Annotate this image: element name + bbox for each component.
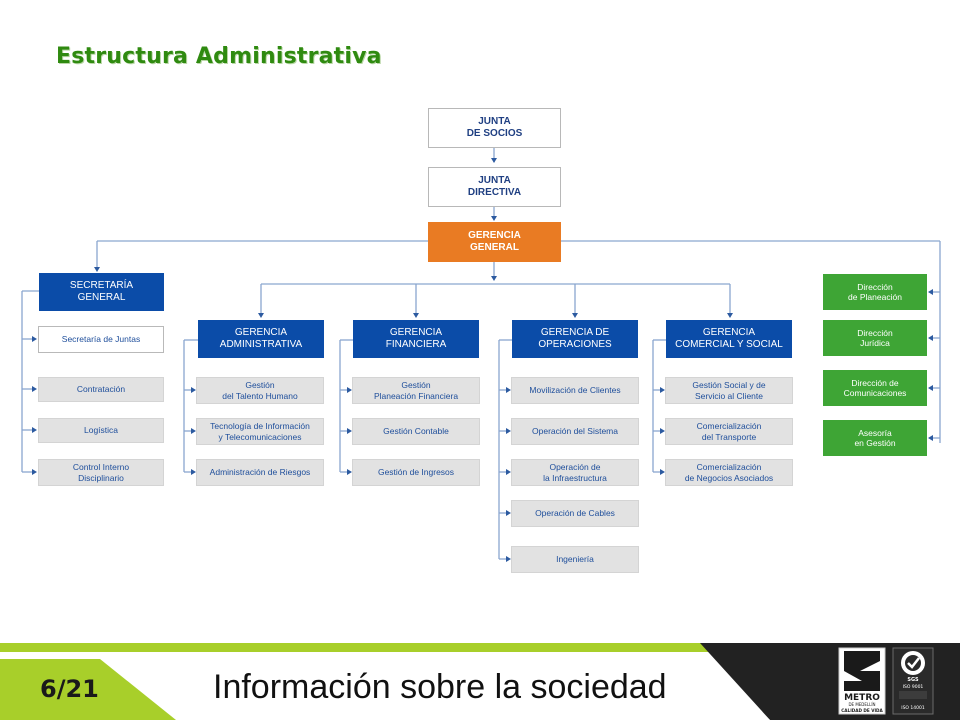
box-operacion-sistema: Operación del Sistema — [511, 418, 639, 445]
connector-arrow-45 — [191, 469, 196, 475]
box-operacion-cables: Operación de Cables — [511, 500, 639, 527]
box-operacion-infraestructura: Operación de la Infraestructura — [511, 459, 639, 486]
connector-arrow-21 — [258, 313, 264, 318]
connector-arrow-14 — [928, 335, 933, 341]
connector-arrow-18 — [928, 435, 933, 441]
box-secretaria-juntas: Secretaría de Juntas — [38, 326, 164, 353]
connector-arrow-31 — [32, 336, 37, 342]
box-gestion-social: Gestión Social y de Servicio al Cliente — [665, 377, 793, 404]
connector-arrow-73 — [660, 469, 665, 475]
box-secretaria-general: SECRETARÍA GENERAL — [39, 273, 164, 311]
connector-arrow-16 — [928, 385, 933, 391]
logo-cert-1: ISO 9001 — [903, 684, 924, 690]
box-ingenieria: Ingeniería — [511, 546, 639, 573]
connector-arrow-71 — [660, 428, 665, 434]
connector-arrow-59 — [506, 428, 511, 434]
connector-arrow-61 — [506, 469, 511, 475]
connector-arrow-12 — [928, 289, 933, 295]
box-direccion-comunicaciones: Dirección de Comunicaciones — [823, 370, 927, 406]
box-comercializacion-transporte: Comercialización del Transporte — [665, 418, 793, 445]
connector-arrow-9 — [94, 267, 100, 272]
connector-arrow-27 — [727, 313, 733, 318]
connector-arrow-25 — [572, 313, 578, 318]
box-contratacion: Contratación — [38, 377, 164, 402]
connector-arrow-5 — [491, 276, 497, 281]
logo-cert-2: ISO 14001 — [901, 705, 925, 711]
connector-arrow-33 — [32, 386, 37, 392]
logo-tagline: CALIDAD DE VIDA — [841, 708, 883, 713]
connector-arrow-41 — [191, 387, 196, 393]
connector-arrow-3 — [491, 216, 497, 221]
box-gestion-contable: Gestión Contable — [352, 418, 480, 445]
box-junta-socios: JUNTA DE SOCIOS — [428, 108, 561, 148]
logo-cert-mark: SGS — [907, 677, 919, 683]
footer-band — [0, 643, 960, 720]
connector-arrow-37 — [32, 469, 37, 475]
box-control-interno: Control Interno Disciplinario — [38, 459, 164, 486]
box-comercializacion-negocios: Comercialización de Negocios Asociados — [665, 459, 793, 486]
connector-arrow-35 — [32, 427, 37, 433]
box-junta-directiva: JUNTA DIRECTIVA — [428, 167, 561, 207]
logo-brand-sub: DE MEDELLÍN — [848, 702, 875, 707]
slide-title: Estructura Administrativa — [56, 44, 382, 69]
org-chart-connectors — [21, 148, 941, 562]
box-gestion-planeacion-financiera: Gestión Planeación Financiera — [352, 377, 480, 404]
box-tecnologia-informacion: Tecnología de Información y Telecomunica… — [196, 418, 324, 445]
footer-title: Información sobre la sociedad — [213, 668, 667, 706]
connector-arrow-23 — [413, 313, 419, 318]
connector-arrow-43 — [191, 428, 196, 434]
connector-arrow-69 — [660, 387, 665, 393]
box-gestion-ingresos: Gestión de Ingresos — [352, 459, 480, 486]
box-direccion-juridica: Dirección Jurídica — [823, 320, 927, 356]
page-number: 6/21 — [40, 675, 99, 703]
box-gerencia-operaciones: GERENCIA DE OPERACIONES — [512, 320, 638, 358]
connector-arrow-49 — [347, 387, 352, 393]
box-asesoria-gestion: Asesoría en Gestión — [823, 420, 927, 456]
connector-arrow-51 — [347, 428, 352, 434]
connector-arrow-63 — [506, 510, 511, 516]
box-gerencia-administrativa: GERENCIA ADMINISTRATIVA — [198, 320, 324, 358]
box-administracion-riesgos: Administración de Riesgos — [196, 459, 324, 486]
box-logistica: Logística — [38, 418, 164, 443]
connector-arrow-53 — [347, 469, 352, 475]
connector-arrow-65 — [506, 556, 511, 562]
box-gerencia-comercial-social: GERENCIA COMERCIAL Y SOCIAL — [666, 320, 792, 358]
box-movilizacion-clientes: Movilización de Clientes — [511, 377, 639, 404]
metro-logo: METRO DE MEDELLÍN CALIDAD DE VIDA SGS IS… — [838, 647, 934, 715]
box-direccion-planeacion: Dirección de Planeación — [823, 274, 927, 310]
logo-brand: METRO — [844, 693, 880, 703]
box-gerencia-general: GERENCIA GENERAL — [428, 222, 561, 262]
connector-arrow-1 — [491, 158, 497, 163]
connector-arrow-57 — [506, 387, 511, 393]
box-gerencia-financiera: GERENCIA FINANCIERA — [353, 320, 479, 358]
box-gestion-talento-humano: Gestión del Talento Humano — [196, 377, 324, 404]
